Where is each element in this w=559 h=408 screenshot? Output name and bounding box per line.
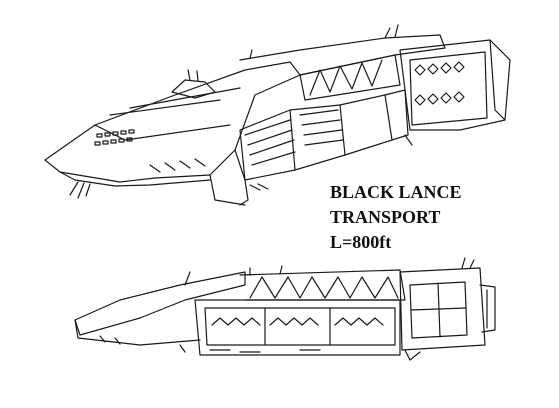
ship-caption: BLACK LANCE TRANSPORT L=800ft <box>330 180 462 255</box>
caption-line-length: L=800ft <box>330 232 392 252</box>
caption-line-name: BLACK LANCE <box>330 182 462 202</box>
caption-line-type: TRANSPORT <box>330 207 441 227</box>
